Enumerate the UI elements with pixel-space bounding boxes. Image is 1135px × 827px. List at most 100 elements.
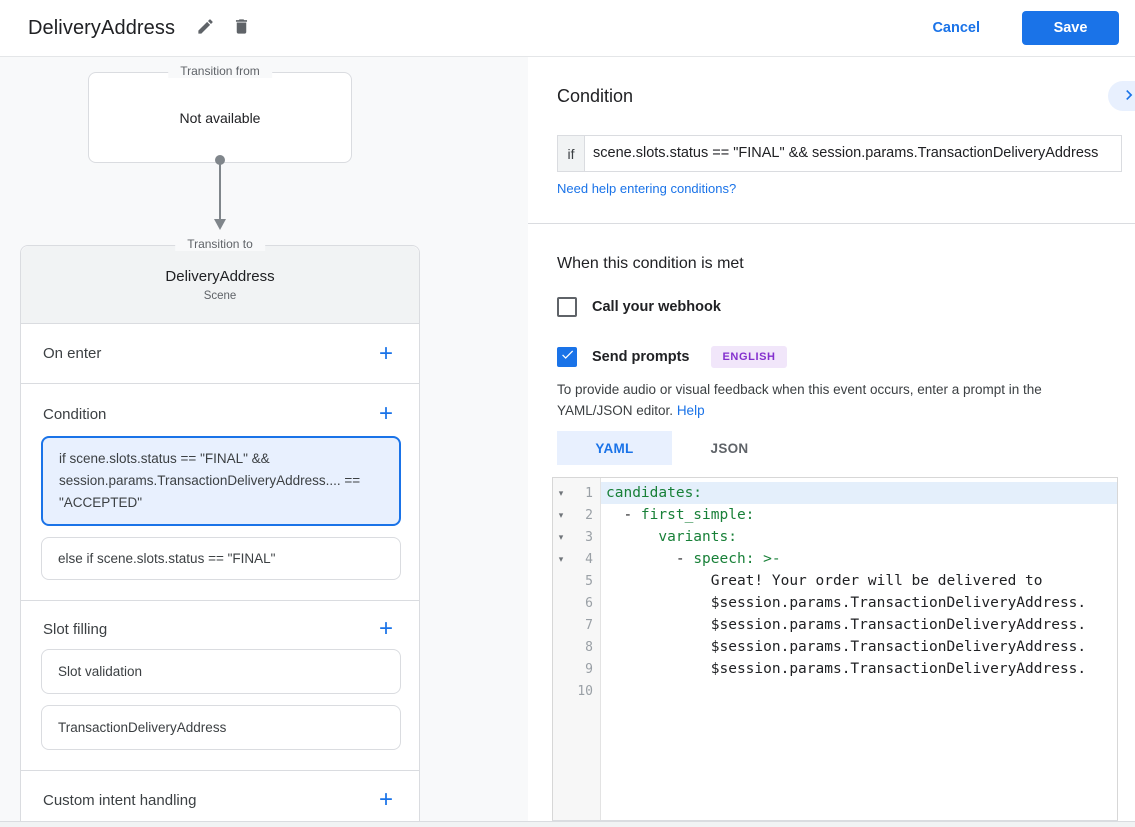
code-line[interactable]: $session.params.TransactionDeliveryAddre… <box>606 639 1087 655</box>
send-prompts-checkbox[interactable] <box>557 347 577 367</box>
transition-arrow <box>214 155 226 233</box>
line-number: 6 <box>585 595 593 611</box>
gutter-row: ▾4 <box>553 548 600 570</box>
on-enter-label: On enter <box>43 345 102 362</box>
editor-format-tabs: YAML JSON <box>557 431 787 465</box>
arrow-origin-dot <box>215 155 225 165</box>
divider <box>21 770 419 771</box>
scene-card-header[interactable]: DeliveryAddress Scene <box>21 246 419 324</box>
scene-graph-panel: Transition from Not available Transition… <box>0 57 528 821</box>
send-prompts-label: Send prompts <box>592 349 690 365</box>
divider <box>21 600 419 601</box>
line-number: 3 <box>585 529 593 545</box>
condition-expression-input[interactable]: scene.slots.status == "FINAL" && session… <box>593 145 1099 161</box>
chevron-right-icon <box>1119 85 1135 108</box>
edit-scene-button[interactable] <box>187 10 223 46</box>
gutter-row: ▾3 <box>553 526 600 548</box>
gutter-row: 5 <box>553 570 600 592</box>
call-webhook-checkbox[interactable] <box>557 297 577 317</box>
gutter-row: 8 <box>553 636 600 658</box>
gutter-row: 7 <box>553 614 600 636</box>
line-number: 8 <box>585 639 593 655</box>
tab-yaml[interactable]: YAML <box>557 431 672 465</box>
gutter-row: 9 <box>553 658 600 680</box>
scene-card: Transition to DeliveryAddress Scene On e… <box>20 237 420 821</box>
condition-heading: Condition <box>557 86 634 106</box>
scene-type: Scene <box>203 289 237 302</box>
header-bar: DeliveryAddress Cancel Save <box>0 0 1135 57</box>
bottom-strip <box>0 821 1135 827</box>
code-line[interactable]: - first_simple: <box>606 507 755 523</box>
line-number: 9 <box>585 661 593 677</box>
cancel-button[interactable]: Cancel <box>932 20 980 36</box>
code-line[interactable]: $session.params.TransactionDeliveryAddre… <box>606 595 1087 611</box>
send-prompts-checkbox-row: Send prompts ENGLISH <box>557 346 787 368</box>
condition-detail-panel: Condition if scene.slots.status == "FINA… <box>528 57 1135 821</box>
transition-from-label: Transition from <box>168 64 272 78</box>
line-number: 2 <box>585 507 593 523</box>
slot-transaction-delivery-address-item[interactable]: TransactionDeliveryAddress <box>41 705 401 750</box>
on-enter-section: On enter + <box>21 324 419 384</box>
custom-intent-label: Custom intent handling <box>43 791 197 809</box>
tab-json[interactable]: JSON <box>672 431 787 465</box>
webhook-checkbox-row: Call your webhook <box>557 297 721 317</box>
code-line[interactable] <box>601 680 1117 702</box>
pencil-icon <box>196 17 215 39</box>
transition-to-label: Transition to <box>175 237 265 251</box>
condition-item-else[interactable]: else if scene.slots.status == "FINAL" <box>41 537 401 580</box>
add-custom-intent-button[interactable]: + <box>378 786 393 813</box>
collapse-panel-button[interactable] <box>1108 81 1135 111</box>
code-line[interactable]: variants: <box>658 529 737 545</box>
gutter-row: ▾1 <box>553 482 600 504</box>
slot-validation-item[interactable]: Slot validation <box>41 649 401 694</box>
add-slot-button[interactable]: + <box>378 615 393 642</box>
slot-filling-section: Slot filling + <box>21 601 419 647</box>
when-condition-met-heading: When this condition is met <box>557 255 744 272</box>
arrow-head-icon <box>214 219 226 230</box>
fold-arrow-icon[interactable]: ▾ <box>558 553 564 564</box>
trash-icon <box>232 17 251 39</box>
code-line[interactable]: - speech: >- <box>606 551 781 567</box>
prompts-description-text: To provide audio or visual feedback when… <box>557 382 1042 418</box>
arrow-line <box>219 163 221 221</box>
save-button[interactable]: Save <box>1022 11 1119 45</box>
editor-code[interactable]: candidates: - first_simple: variants: - … <box>601 478 1117 820</box>
checkmark-icon <box>560 347 575 367</box>
prompts-description: To provide audio or visual feedback when… <box>557 379 1115 421</box>
custom-intent-section: Custom intent handling + <box>21 771 419 817</box>
line-number: 5 <box>585 573 593 589</box>
gutter-row: ▾2 <box>553 504 600 526</box>
code-line[interactable]: Great! Your order will be delivered to <box>606 573 1043 589</box>
call-webhook-label: Call your webhook <box>592 299 721 315</box>
condition-label: Condition <box>43 405 107 423</box>
if-label: if <box>558 136 585 171</box>
condition-item-selected[interactable]: if scene.slots.status == "FINAL" && sess… <box>41 436 401 526</box>
help-link[interactable]: Help <box>676 403 705 418</box>
line-number: 1 <box>585 485 593 501</box>
code-line[interactable]: $session.params.TransactionDeliveryAddre… <box>606 661 1087 677</box>
transition-from-value: Not available <box>179 109 261 126</box>
fold-arrow-icon[interactable]: ▾ <box>558 509 564 520</box>
fold-arrow-icon[interactable]: ▾ <box>558 531 564 542</box>
add-condition-button[interactable]: + <box>378 400 393 427</box>
line-number: 7 <box>585 617 593 633</box>
condition-section: Condition + <box>21 384 419 430</box>
gutter-row: 6 <box>553 592 600 614</box>
condition-expression-row: if scene.slots.status == "FINAL" && sess… <box>557 135 1122 172</box>
slot-filling-label: Slot filling <box>43 620 108 638</box>
gutter-row: 10 <box>553 680 600 702</box>
delete-scene-button[interactable] <box>223 10 259 46</box>
add-on-enter-button[interactable]: + <box>378 339 393 367</box>
code-line[interactable]: $session.params.TransactionDeliveryAddre… <box>606 617 1087 633</box>
page-title: DeliveryAddress <box>28 16 176 39</box>
scene-name: DeliveryAddress <box>165 267 275 285</box>
divider <box>528 223 1135 224</box>
fold-arrow-icon[interactable]: ▾ <box>558 487 564 498</box>
condition-help-link[interactable]: Need help entering conditions? <box>557 181 737 196</box>
code-line[interactable]: candidates: <box>601 482 1117 504</box>
line-number: 10 <box>577 683 593 699</box>
transition-from-box: Transition from Not available <box>88 64 352 163</box>
